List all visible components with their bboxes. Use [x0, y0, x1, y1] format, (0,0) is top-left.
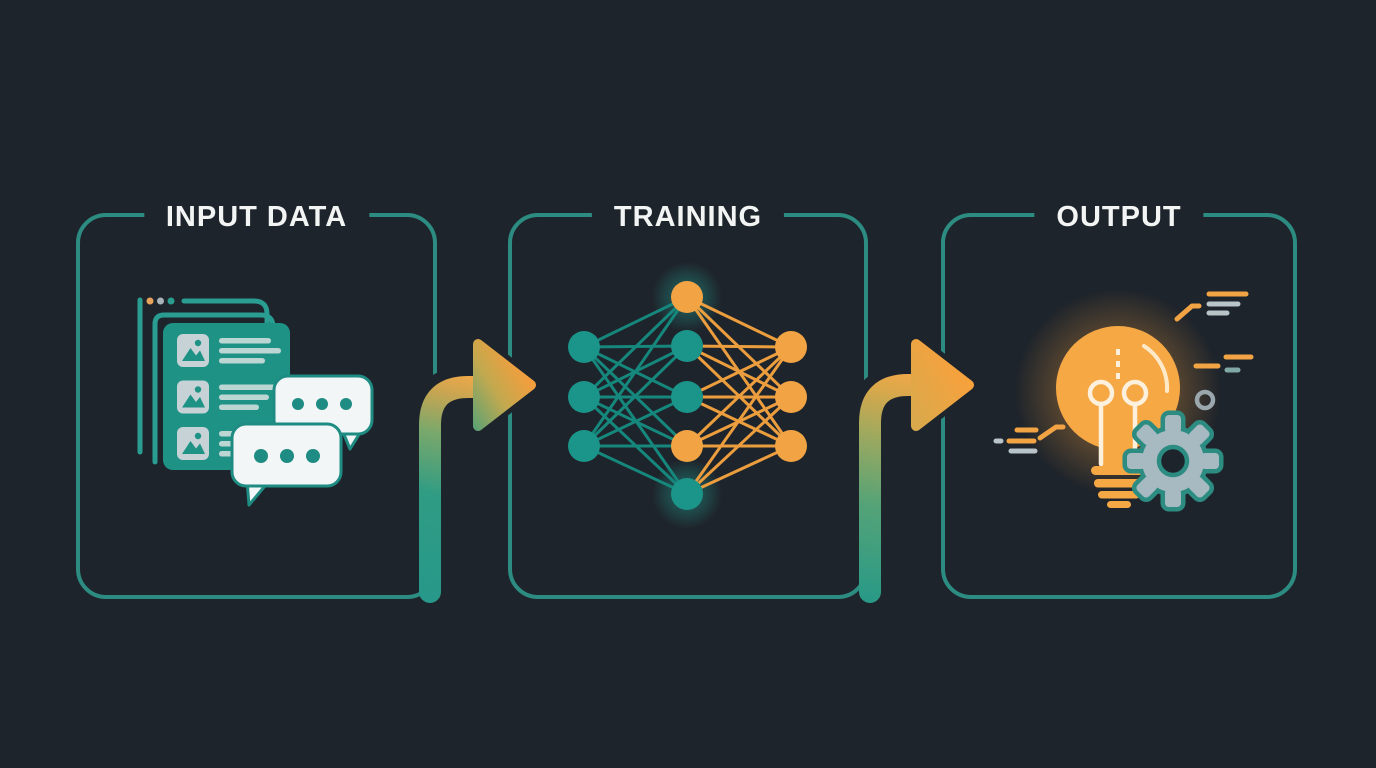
- panel-title-input-data: INPUT DATA: [143, 198, 370, 236]
- panel-title-output: OUTPUT: [1034, 198, 1204, 236]
- panel-output: OUTPUT: [941, 198, 1297, 599]
- panel-training: TRAINING: [508, 198, 868, 599]
- panel-title-training: TRAINING: [591, 198, 785, 236]
- panel-input-data: INPUT DATA: [76, 198, 437, 599]
